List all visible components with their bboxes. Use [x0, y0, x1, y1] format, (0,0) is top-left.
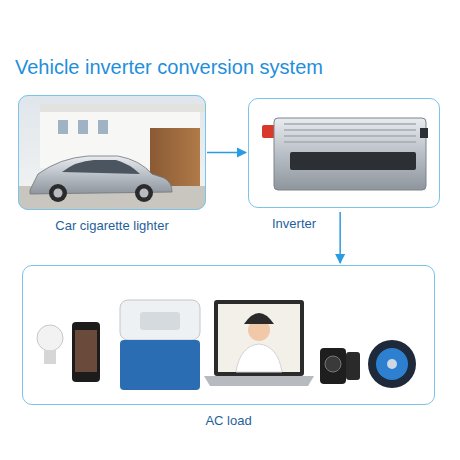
inverter-case: [274, 118, 426, 190]
cooler-lid: [120, 300, 200, 340]
cooler-handle: [140, 312, 180, 330]
camera: [320, 348, 346, 384]
cooler-body: [120, 340, 200, 390]
wheel: [49, 184, 67, 202]
laptop-screen: [218, 304, 300, 372]
speaker-cone: [376, 348, 408, 380]
hubcap: [54, 189, 63, 198]
phone-screen: [75, 330, 97, 372]
panel-frame: [22, 265, 435, 405]
camera-lens: [325, 356, 341, 372]
roof-edge: [40, 104, 206, 112]
person-hat: [244, 313, 274, 324]
car-scene: [18, 95, 206, 210]
cooling-ribs: [284, 124, 416, 142]
panel-label: Car cigarette lighter: [18, 218, 206, 234]
person-shirt: [236, 344, 282, 372]
window: [58, 120, 68, 134]
image-panel: AC load: [22, 265, 435, 429]
camera-grip: [346, 352, 360, 380]
image-panel: Car cigarette lighter: [18, 95, 206, 234]
window: [78, 120, 88, 134]
front-stripe: [290, 152, 416, 170]
car-windows: [62, 160, 140, 174]
image-panel: Inverter: [248, 98, 440, 232]
sky: [18, 95, 206, 210]
window: [98, 120, 108, 134]
panel-label: Inverter: [248, 216, 440, 232]
panel-frame: [18, 95, 206, 210]
panel-label: AC load: [22, 413, 435, 429]
wheel: [135, 184, 153, 202]
diagram-title: Vehicle inverter conversion system: [15, 56, 323, 79]
ac-loads: [37, 300, 416, 390]
bulb-glass: [37, 325, 63, 351]
phone: [72, 322, 100, 382]
laptop-base: [204, 376, 314, 386]
flow-arrow: [339, 212, 341, 263]
hubcap: [140, 189, 149, 198]
inverter-device: [262, 118, 428, 190]
flow-arrow: [207, 152, 246, 154]
laptop-screen-frame: [214, 300, 304, 376]
panel-frame: [248, 98, 440, 208]
bulb-base: [44, 350, 56, 364]
socket: [420, 128, 428, 138]
speaker-cap: [387, 359, 397, 369]
speaker: [368, 340, 416, 388]
